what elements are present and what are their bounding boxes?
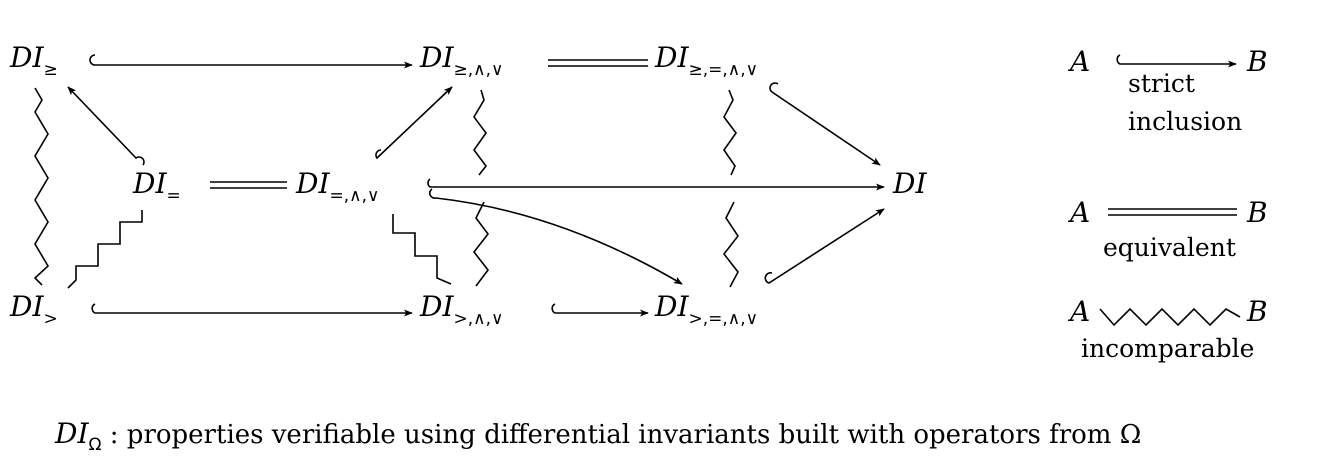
node-di-ge-eq-and-or: DI≥,=,∧,∨ — [654, 41, 758, 80]
svg-text:strict: strict — [1128, 69, 1195, 98]
caption: DIΩ : properties verifiable using differ… — [54, 417, 1141, 455]
edge-di-gt-eq-to-di — [764, 208, 885, 284]
edge-di-eq-and-or-to-di-ge-and-or — [375, 86, 453, 160]
edge-di-eq-equiv-di-eq-and-or — [210, 181, 287, 189]
svg-text:DIΩ : properties verifiable us: DIΩ : properties verifiable using differ… — [54, 417, 1141, 455]
node-di: DI — [892, 167, 927, 200]
edge-di-eq-incomparable-di-gt — [67, 210, 143, 289]
svg-text:A: A — [1067, 196, 1090, 229]
edge-di-eq-and-or-to-di — [427, 178, 885, 191]
edge-di-ge-and-or-incomparable-di-gt-and-or-upper — [473, 89, 488, 176]
edge-di-eq-and-or-incomparable-di-gt-and-or — [392, 214, 452, 285]
svg-text:DI=: DI= — [132, 167, 181, 206]
legend-equivalent: A B equivalent — [1067, 196, 1268, 262]
legend-incomparable: A B incomparable — [1067, 295, 1268, 363]
node-di-eq: DI= — [132, 167, 181, 206]
svg-text:DI=,∧,∨: DI=,∧,∨ — [295, 167, 379, 206]
svg-text:inclusion: inclusion — [1128, 107, 1242, 136]
node-di-eq-and-or: DI=,∧,∨ — [295, 167, 379, 206]
node-di-gt-eq-and-or: DI>,=,∧,∨ — [654, 290, 758, 329]
legend-strict-inclusion: A B strict inclusion — [1067, 45, 1268, 136]
svg-text:DI>,=,∧,∨: DI>,=,∧,∨ — [654, 290, 758, 329]
node-di-ge: DI≥ — [9, 41, 58, 80]
svg-text:B: B — [1246, 45, 1268, 78]
edge-di-ge-eq-incomparable-di-gt-eq-lower — [722, 201, 739, 288]
edge-di-ge-incomparable-di-gt — [33, 87, 50, 286]
edge-di-ge-eq-incomparable-di-gt-eq-upper — [723, 89, 737, 176]
node-di-gt: DI> — [9, 290, 58, 329]
svg-text:DI>: DI> — [9, 290, 58, 329]
svg-text:B: B — [1246, 196, 1268, 229]
svg-text:DI≥,∧,∨: DI≥,∧,∨ — [419, 41, 503, 80]
edge-di-eq-and-or-to-di-gt-eq — [429, 188, 683, 285]
node-di-ge-and-or: DI≥,∧,∨ — [419, 41, 503, 80]
svg-text:A: A — [1067, 45, 1090, 78]
edge-di-ge-and-or-equiv-di-ge-eq — [548, 59, 648, 67]
svg-text:incomparable: incomparable — [1081, 334, 1254, 363]
edge-di-ge-eq-to-di — [769, 82, 881, 166]
svg-text:DI≥,=,∧,∨: DI≥,=,∧,∨ — [654, 41, 758, 80]
edge-di-eq-to-di-ge — [67, 86, 145, 166]
edge-di-ge-to-di-ge-and-or — [89, 54, 413, 69]
edge-di-gt-and-or-to-di-gt-eq — [551, 303, 649, 317]
svg-text:equivalent: equivalent — [1103, 233, 1236, 262]
edge-di-ge-and-or-incomparable-di-gt-and-or-lower — [472, 201, 490, 287]
svg-text:DI: DI — [892, 167, 927, 200]
node-di-gt-and-or: DI>,∧,∨ — [419, 290, 503, 329]
svg-text:DI>,∧,∨: DI>,∧,∨ — [419, 290, 503, 329]
edge-di-gt-to-di-gt-and-or — [91, 303, 413, 317]
svg-text:A: A — [1067, 295, 1090, 328]
svg-text:B: B — [1246, 295, 1268, 328]
svg-text:DI≥: DI≥ — [9, 41, 58, 80]
legend: A B strict inclusion A B equivalent A B … — [1067, 45, 1268, 363]
